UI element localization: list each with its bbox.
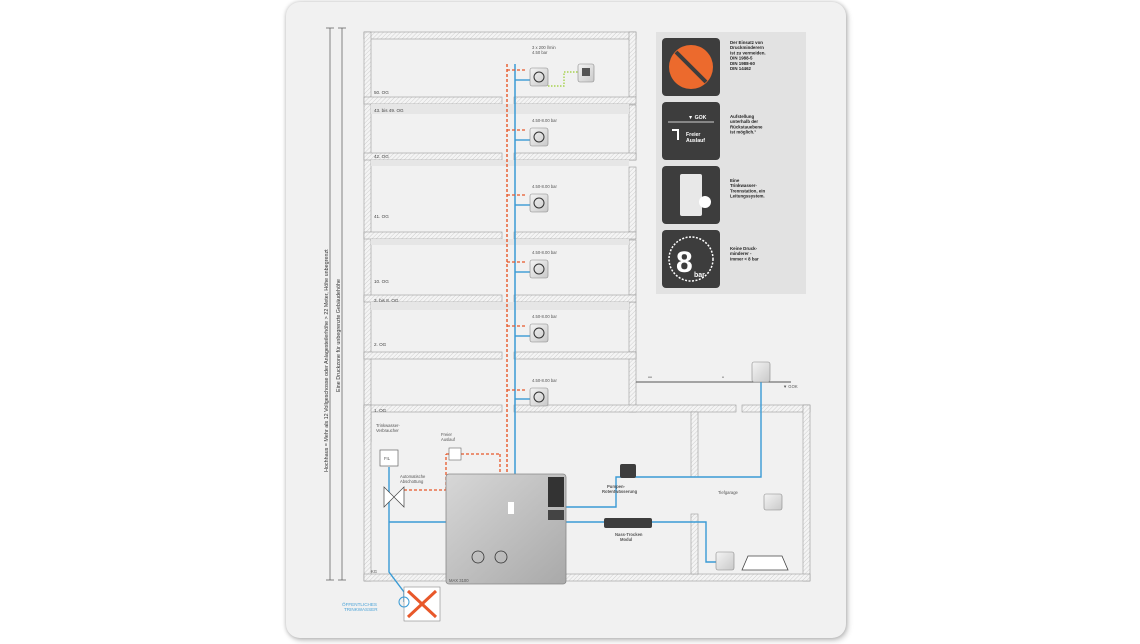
kg-label: KG [371,569,377,574]
hose-reel-icon [529,193,549,213]
pressure-label: 4.50-8.00 bar [532,250,558,255]
valve-icon [383,486,405,508]
hose-reel-icon [529,387,549,407]
basement: Trinkwasser-Verbraucher FIL Automatische… [342,423,789,622]
grass-icon: ʷʷ [647,375,653,380]
sprinkler-device-icon [577,63,595,83]
panel-text-4: Keine Druck-minderer -immer < 8 bar [730,246,759,261]
building-structure [363,31,811,582]
pressure-label: 4.50-8.00 bar [532,184,558,189]
pumpen-label: Pumpen-Rotentwässerung [602,484,638,494]
pressure-label: 4.50-8.00 bar [532,378,558,383]
grass-icon: ʷ [721,375,725,380]
sprinkler-icon [763,493,783,511]
separation-station-icon [680,174,702,216]
crossed-out-pressure-reducer-icon [403,586,441,622]
car-icon [741,555,789,571]
floor-label: 10. OG [374,279,389,284]
floor-label: 1. OG [374,408,387,413]
floor-label: 42. OG [374,154,389,159]
filter-icon [379,449,399,467]
outdoor-hydrant-area: ʷʷ ʷ ▼ GOK [647,361,798,389]
gauge-8-bar-icon [668,236,714,282]
gok-small-label: ▼ GOK [688,115,707,121]
vertical-label-outer: Hochhaus = Mehr als 12 Vollgeschosse ode… [324,249,330,472]
hose-reel-icon [529,127,549,147]
building-water-diagram: Hochhaus = Mehr als 12 Vollgeschosse ode… [324,27,811,622]
floor-labels: 50. OG 43. bis 49. OG 42. OG 41. OG 10. … [374,90,404,413]
floor-label: 2. OG [374,342,387,347]
hose-reel-icon [529,259,549,279]
floor-label: 3. bis 8. OG [374,298,399,303]
hose-reel-icon [529,67,549,87]
gok-label: ▼ GOK [783,384,798,389]
diagram-card: Hochhaus = Mehr als 12 Vollgeschosse ode… [286,2,846,638]
gauge-number: 8 [676,246,693,279]
vertical-label-inner: Eine Druckzone für unbegrenzte Gebäudehö… [336,279,342,392]
pump-drainage: Pumpen-Rotentwässerung [602,464,638,494]
dimension-lines: Hochhaus = Mehr als 12 Vollgeschosse ode… [324,27,346,581]
info-panel-4: 8 bar Keine Druck-minderer -immer < 8 ba… [662,230,759,288]
free-outlet-icon [672,129,679,140]
separation-station: MAX 3100 [445,473,567,585]
hydrant-device-icon [751,361,771,383]
pressure-label: 4.50-8.00 bar [532,118,558,123]
gauge-unit: bar [694,272,705,279]
water-meter-icon [398,596,410,608]
station-tag: MAX 3100 [449,578,469,583]
free-outlet-small-icon [448,447,462,461]
tiefgarage-label: Tiefgarage [718,490,739,495]
trinkwasser-label: Trinkwasser-Verbraucher [376,423,400,433]
floor-label: 50. OG [374,90,389,95]
filter-label: FIL [384,456,391,461]
floor-label: 43. bis 49. OG [374,108,404,113]
floor-label: 41. OG [374,214,389,219]
hose-reel-icon [529,323,549,343]
pressure-label: 4.50-8.00 bar [532,314,558,319]
hose-reel-icon [715,551,735,571]
